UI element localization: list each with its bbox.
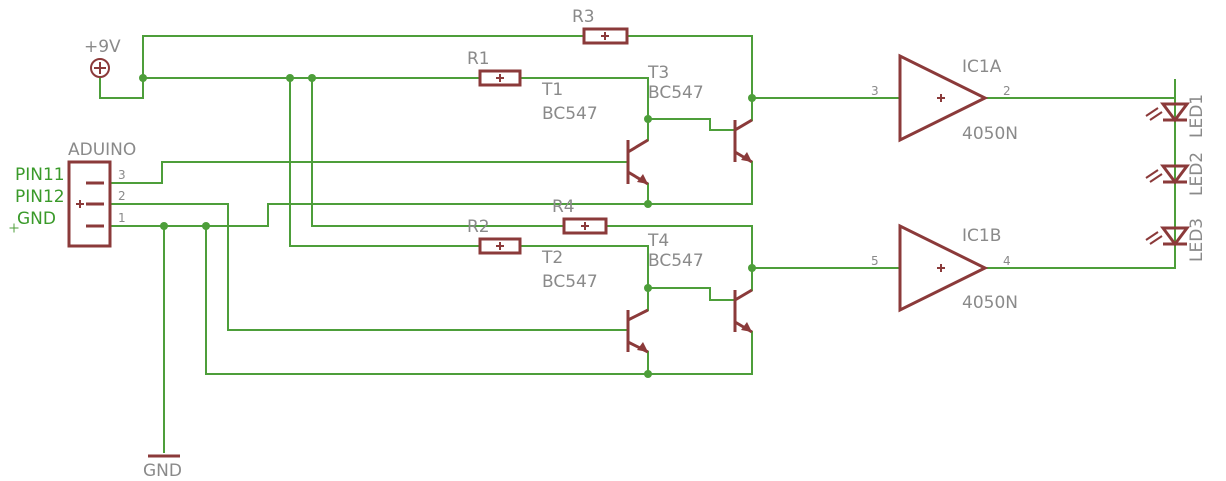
net-label-pin11: PIN11 <box>15 165 65 185</box>
supply-circle-icon <box>90 58 110 78</box>
transistor-t3: T3 BC547 <box>647 63 753 164</box>
transistor-value: BC547 <box>648 251 704 271</box>
resistor-ref: R2 <box>467 217 490 237</box>
junction <box>644 370 652 378</box>
resistor-r1: R1 <box>467 49 522 87</box>
transistor-ref: T3 <box>647 63 669 83</box>
wire-supply-stub <box>99 35 585 99</box>
resistor-r4: R4 <box>552 197 608 235</box>
resistor-ref: R4 <box>552 197 575 217</box>
transistor-value: BC547 <box>648 83 704 103</box>
header-name: ADUINO <box>68 140 136 160</box>
junction <box>644 200 652 208</box>
transistor-t1: T1 BC547 <box>541 80 649 186</box>
wire-gnd-bus <box>111 203 649 227</box>
junction <box>748 94 756 102</box>
buffer-pin-out: 2 <box>1003 84 1011 98</box>
buffer-value: 4050N <box>962 124 1018 144</box>
emitter-arrow-icon <box>637 174 648 184</box>
led-light-arrow-icon <box>1145 107 1163 121</box>
junctions <box>139 74 756 378</box>
wire-gnd-to-t2e <box>205 225 649 375</box>
transistor-t4: T4 BC547 <box>647 231 753 334</box>
buffer-triangle-icon <box>898 53 989 143</box>
junction <box>308 74 316 82</box>
buffer-value: 4050N <box>962 293 1018 313</box>
transistor-value: BC547 <box>542 272 598 292</box>
junction <box>139 74 147 82</box>
resistor-ref: R3 <box>572 7 595 27</box>
led-triangle-icon <box>1160 164 1190 185</box>
resistor-body <box>582 27 629 45</box>
arduino-header: ADUINO 3 2 1 PIN11 PIN12 GND <box>9 140 136 248</box>
resistor-ref: R1 <box>467 49 490 69</box>
buffer-ic1a: IC1A 4050N 3 2 <box>871 53 1018 144</box>
wire-t4-emitter <box>647 331 753 375</box>
buffer-pin-out: 4 <box>1003 254 1011 268</box>
wire-t2c-t4b <box>647 287 736 301</box>
led-triangle-icon <box>1160 226 1190 247</box>
led-light-arrow-icon <box>1145 169 1163 183</box>
buffer-pin-in: 5 <box>871 254 879 268</box>
junction <box>644 284 652 292</box>
wire-pin11-to-t1 <box>111 161 629 184</box>
resistor-body <box>478 237 522 255</box>
buffer-ref: IC1A <box>962 57 1002 77</box>
transistor-ref: T4 <box>647 231 669 251</box>
junction <box>286 74 294 82</box>
buffer-ic1b: IC1B 4050N 5 4 <box>871 223 1018 313</box>
net-label-gnd: GND <box>17 209 56 229</box>
led-1: LED1 <box>1145 94 1207 138</box>
header-pin-number: 3 <box>118 168 126 182</box>
header-pin-number: 1 <box>118 211 126 225</box>
ground-label: GND <box>143 461 182 481</box>
header-body <box>67 160 112 248</box>
led-triangle-icon <box>1160 102 1190 123</box>
wires <box>99 35 1176 453</box>
resistor-body <box>562 217 608 235</box>
transistor-ref: T1 <box>541 80 563 100</box>
led-3: LED3 <box>1145 218 1207 262</box>
led-ref: LED2 <box>1187 152 1207 196</box>
wire-bus-to-r2 <box>289 77 481 247</box>
header-pin-number: 2 <box>118 189 126 203</box>
net-label-pin12: PIN12 <box>15 187 65 207</box>
emitter-arrow-icon <box>637 342 648 352</box>
buffer-ref: IC1B <box>962 226 1001 246</box>
supply-label: +9V <box>84 37 121 57</box>
resistor-r2: R2 <box>467 217 522 255</box>
buffer-triangle-icon <box>898 223 989 313</box>
led-ref: LED1 <box>1187 94 1207 138</box>
wire-t1c-t3b <box>647 118 736 131</box>
led-2: LED2 <box>1145 152 1207 196</box>
resistor-body <box>478 69 522 87</box>
emitter-arrow-icon <box>741 322 752 332</box>
supply-symbol: +9V <box>84 37 121 78</box>
wire-t3-emitter <box>647 161 753 205</box>
junction <box>160 222 168 230</box>
ground-symbol: GND <box>143 454 182 481</box>
transistor-t2: T2 BC547 <box>541 248 649 354</box>
led-ref: LED3 <box>1187 218 1207 262</box>
junction <box>644 115 652 123</box>
wire-bus-to-r4 <box>311 77 565 227</box>
transistor-ref: T2 <box>541 248 563 268</box>
led-light-arrow-icon <box>1145 231 1163 245</box>
junction <box>748 264 756 272</box>
wire-r3-right <box>626 35 753 121</box>
resistor-r3: R3 <box>572 7 629 45</box>
wire-pin12-to-t2 <box>111 203 629 331</box>
emitter-arrow-icon <box>741 152 752 162</box>
buffer-pin-in: 3 <box>871 84 879 98</box>
junction <box>202 222 210 230</box>
transistor-value: BC547 <box>542 104 598 124</box>
